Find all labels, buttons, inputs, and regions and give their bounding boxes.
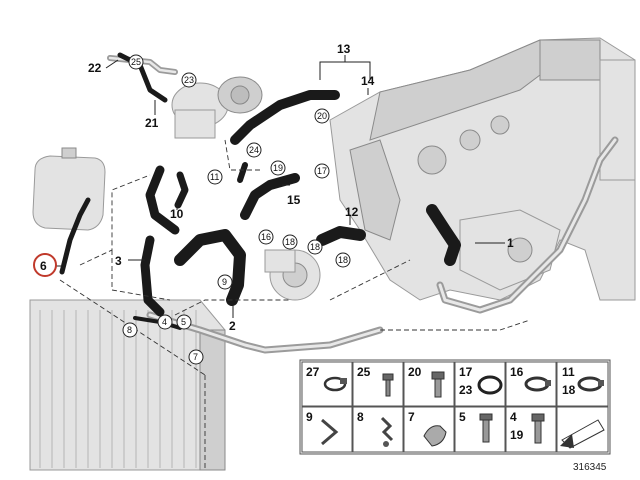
ref-25: 25 [128,54,144,70]
engine-block [329,37,636,301]
coolant-pump [264,249,321,301]
ref-18c: 18 [335,252,351,268]
clamp-icon-27 [323,376,347,392]
ref-24: 24 [246,142,262,158]
callout-14: 14 [361,74,375,88]
highlight-ring-6 [33,253,57,277]
clip-icon-9 [321,418,339,446]
legend-17: 17 [459,365,473,379]
callout-6: 6 [40,259,47,273]
svg-text:25: 25 [131,57,141,67]
screw-icon-5 [479,413,493,443]
legend-20: 20 [408,365,422,379]
callout-3: 3 [115,254,122,268]
callout-15: 15 [287,193,301,207]
ref-8: 8 [122,322,138,338]
legend-16: 16 [510,365,524,379]
ref-16: 16 [258,229,274,245]
legend-9: 9 [306,410,313,424]
svg-text:5: 5 [181,317,186,327]
ref-9: 9 [217,274,233,290]
legend-4: 4 [510,410,517,424]
svg-text:8: 8 [127,325,132,335]
ref-18b: 18 [307,239,323,255]
callout-21: 21 [145,116,159,130]
ref-5: 5 [176,314,192,330]
circled-references: 25 23 20 24 11 19 17 16 18 18 18 9 8 4 5… [122,54,351,365]
callout-numbers: 1 2 3 6 10 12 13 14 15 21 22 [40,42,514,333]
legend-27: 27 [306,365,320,379]
ref-23: 23 [181,72,197,88]
turbocharger [171,76,263,139]
callout-22: 22 [88,61,102,75]
legend-19: 19 [510,428,524,442]
clamp-icon-7 [423,425,447,447]
svg-text:24: 24 [249,145,259,155]
screw-icon-25 [382,373,394,397]
fastener-legend: 27 25 20 17 23 16 11 18 9 8 7 5 4 19 [299,359,611,455]
ref-4: 4 [157,314,173,330]
svg-text:19: 19 [273,163,283,173]
clip-icon-8 [380,416,394,447]
callout-2: 2 [229,319,236,333]
ref-17: 17 [314,163,330,179]
callout-1: 1 [507,236,514,250]
callout-10: 10 [170,207,184,221]
svg-text:20: 20 [317,111,327,121]
callout-13: 13 [337,42,351,56]
o-ring-icon-17 [477,375,503,395]
ref-18a: 18 [282,234,298,250]
ref-19: 19 [270,160,286,176]
legend-23: 23 [459,383,473,397]
legend-11: 11 [562,365,575,379]
ref-11: 11 [207,169,223,185]
svg-text:9: 9 [222,277,227,287]
legend-7: 7 [408,410,415,424]
svg-text:7: 7 [193,352,198,362]
legend-5: 5 [459,410,466,424]
callout-12: 12 [345,205,359,219]
hose-clamp-icon-11 [577,376,604,392]
arrow-symbol-icon [560,419,605,449]
radiator [29,299,226,471]
legend-8: 8 [357,410,364,424]
figure-number: 316345 [573,462,607,473]
leader-lines [55,55,505,318]
ref-20: 20 [314,108,330,124]
svg-text:4: 4 [162,317,167,327]
svg-text:17: 17 [317,166,327,176]
expansion-tank [32,147,106,231]
legend-25: 25 [357,365,371,379]
legend-18: 18 [562,383,576,397]
bolt-icon-20 [431,371,445,398]
svg-text:23: 23 [184,75,194,85]
ref-7: 7 [188,349,204,365]
svg-text:18: 18 [310,242,320,252]
svg-text:18: 18 [285,237,295,247]
dashed-connectors [59,139,531,470]
svg-text:18: 18 [338,255,348,265]
metal-pipes [107,55,619,354]
hose-clamp-icon-16 [524,376,551,392]
svg-text:16: 16 [261,232,271,242]
bolt-icon-4 [531,413,545,444]
svg-text:11: 11 [210,172,219,182]
